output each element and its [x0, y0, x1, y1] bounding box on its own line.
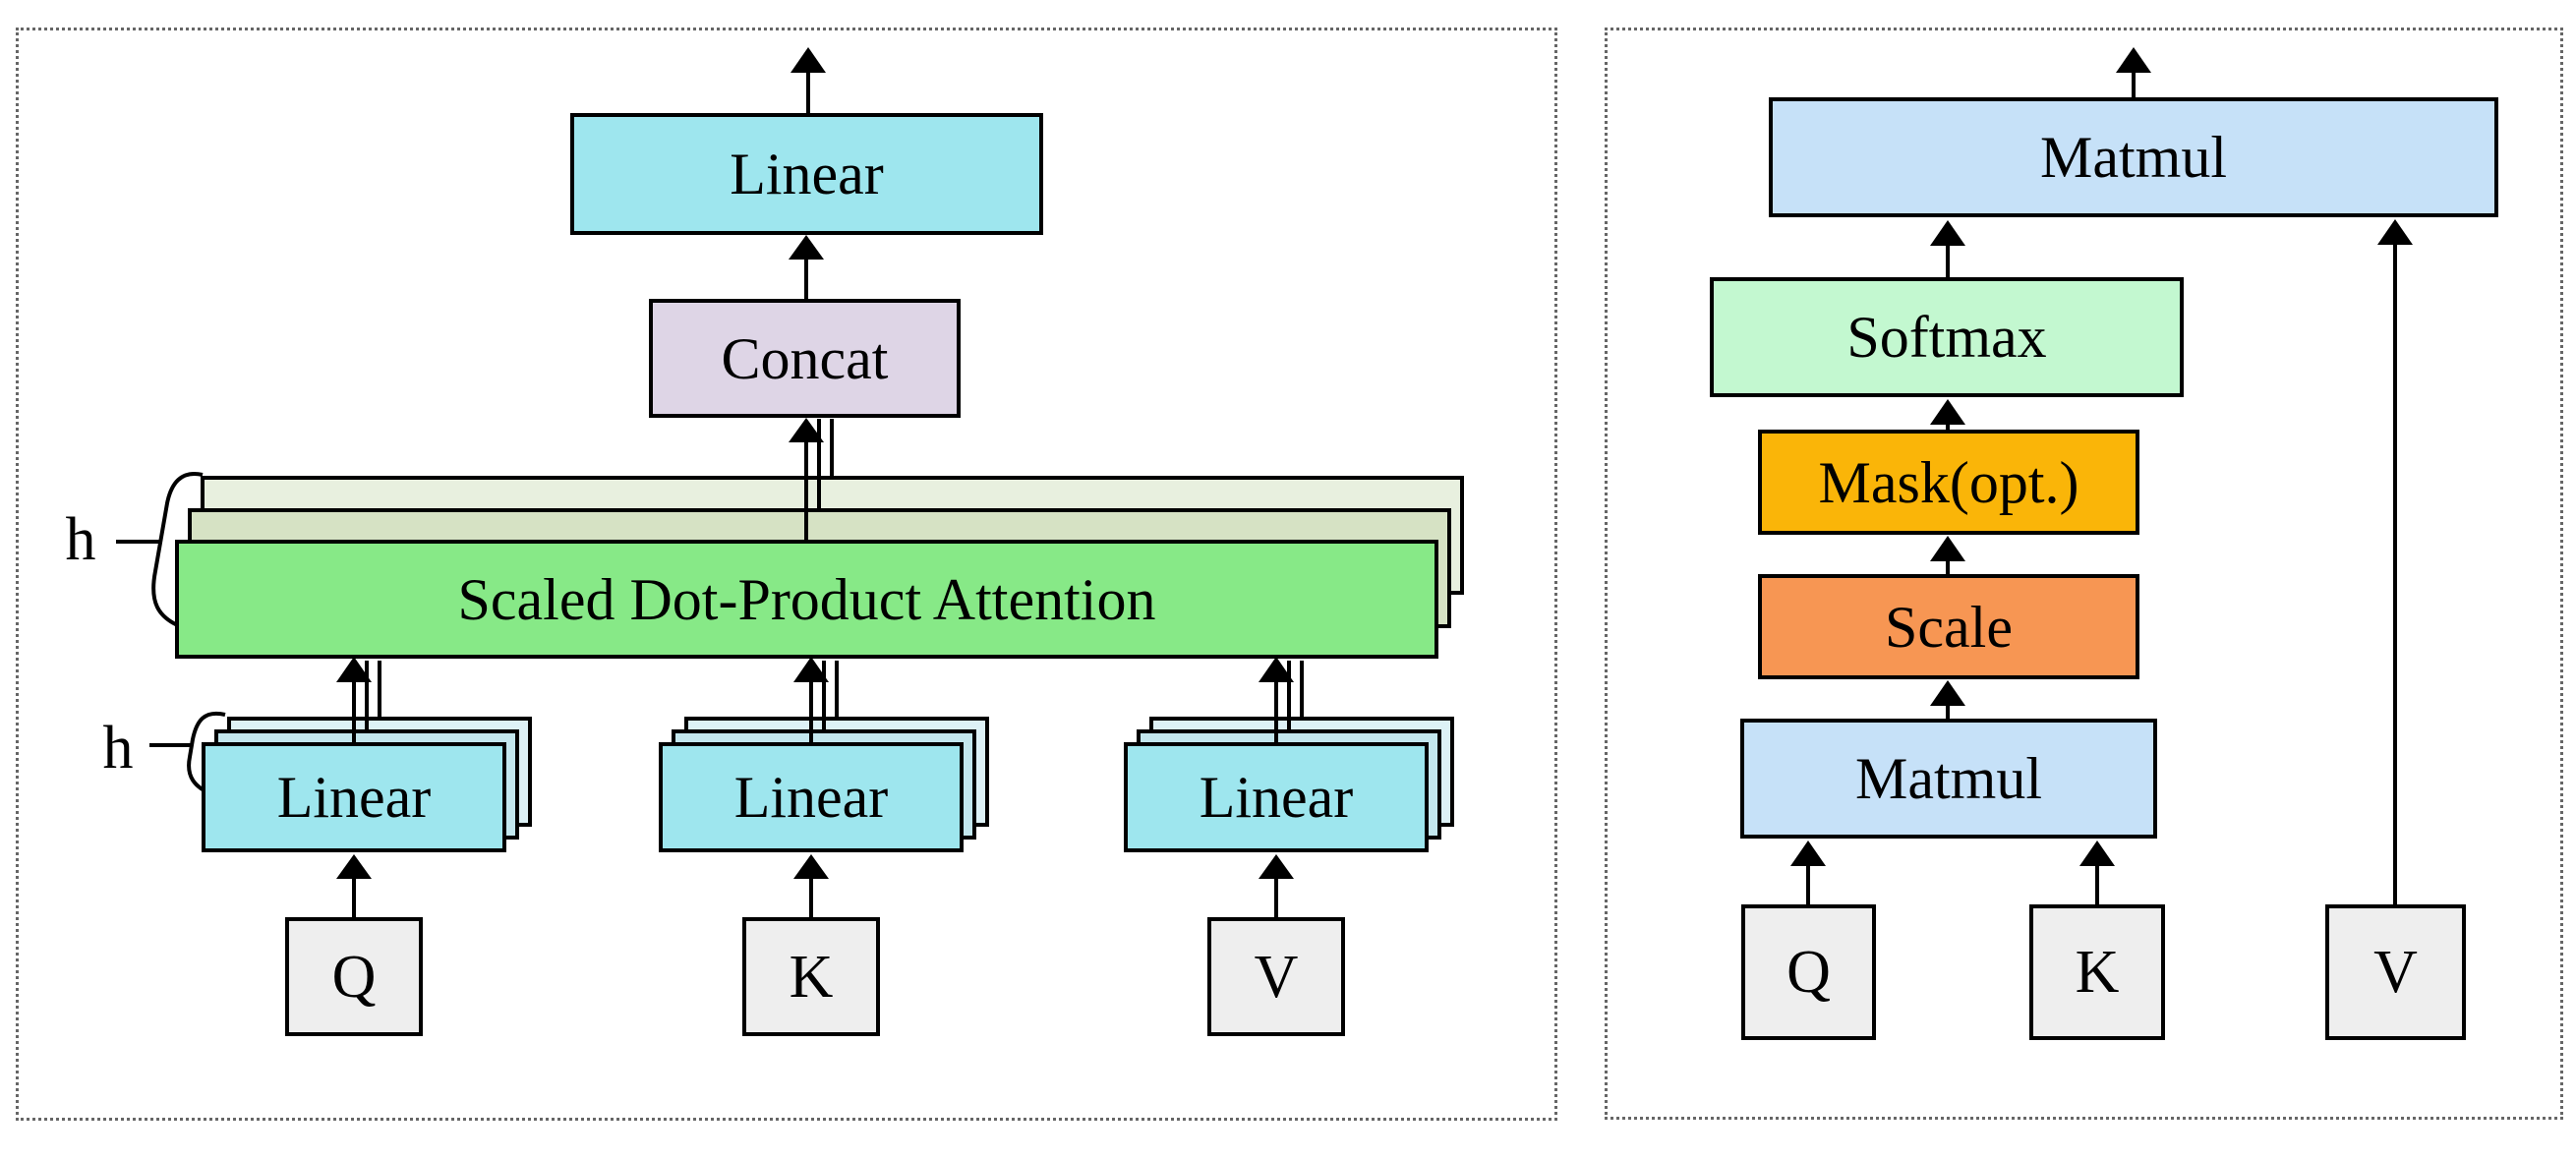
input-q-box-left: Q [285, 917, 423, 1036]
heads-count-label-attention: h [65, 506, 96, 573]
input-q-box-right: Q [1741, 904, 1876, 1040]
output-linear-label: Linear [730, 142, 884, 206]
softmax-box: Softmax [1710, 277, 2184, 397]
input-q-label-right: Q [1786, 939, 1831, 1006]
output-linear-box: Linear [570, 113, 1043, 235]
linear-q-box: Linear [202, 742, 506, 852]
input-k-label-left: K [789, 943, 834, 1011]
input-v-label-right: V [2373, 939, 2418, 1006]
linear-v-label: Linear [1199, 765, 1354, 830]
output-matmul-box: Matmul [1769, 97, 2498, 217]
scaled-dot-product-attention-label: Scaled Dot-Product Attention [457, 566, 1156, 632]
input-k-label-right: K [2075, 939, 2120, 1006]
input-k-box-right: K [2029, 904, 2165, 1040]
scale-label: Scale [1885, 594, 2013, 660]
input-v-label-left: V [1254, 943, 1299, 1011]
mask-label: Mask(opt.) [1818, 449, 2079, 515]
heads-count-label-linear: h [102, 715, 134, 782]
linear-q-label: Linear [276, 765, 432, 830]
input-q-label-left: Q [331, 943, 377, 1011]
input-matmul-box: Matmul [1740, 719, 2157, 839]
scaled-dot-product-attention-box: Scaled Dot-Product Attention [175, 540, 1438, 659]
input-v-box-right: V [2325, 904, 2466, 1040]
linear-k-box: Linear [659, 742, 964, 852]
mask-box: Mask(opt.) [1758, 430, 2139, 535]
output-matmul-label: Matmul [2040, 125, 2227, 190]
concat-box: Concat [649, 299, 961, 418]
scaled-dot-product-attention-panel [1605, 28, 2563, 1120]
softmax-label: Softmax [1846, 305, 2047, 370]
input-k-box-left: K [742, 917, 880, 1036]
multi-head-attention-panel [16, 28, 1557, 1121]
linear-k-label: Linear [733, 765, 889, 830]
concat-label: Concat [721, 325, 889, 391]
input-v-box-left: V [1207, 917, 1345, 1036]
linear-v-box: Linear [1124, 742, 1429, 852]
input-matmul-label: Matmul [1855, 746, 2042, 811]
scale-box: Scale [1758, 574, 2139, 679]
